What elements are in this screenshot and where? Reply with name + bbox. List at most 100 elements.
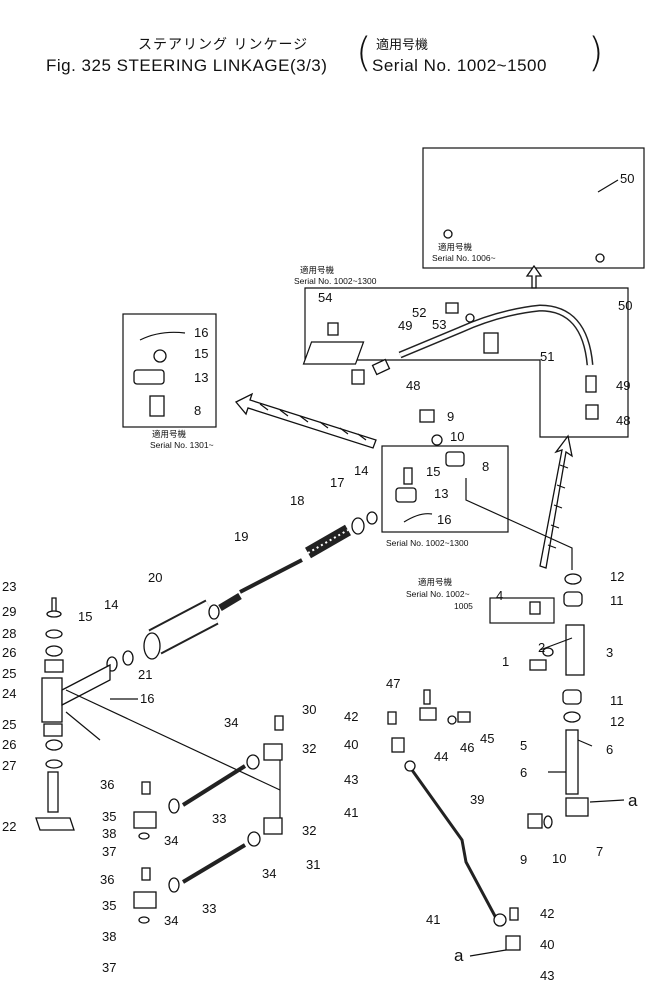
callout-12-bottom: 12 [610,714,624,729]
callout-44: 44 [434,749,448,764]
link-rod-assembly [387,689,521,951]
callout-24: 24 [2,686,16,701]
inset-callout-16: 16 [194,325,208,340]
callout-49-right: 49 [616,378,630,393]
callout-41-top: 41 [344,805,358,820]
callout-47: 47 [386,676,400,691]
callout-35-top: 35 [102,809,116,824]
callout-48-mid: 48 [406,378,420,393]
leader-line-8 [465,478,573,570]
callout-18: 18 [290,493,304,508]
hose-assembly-mid [302,302,599,420]
hose-assembly-top [443,167,605,263]
callout-30: 30 [302,702,316,717]
callout-17: 17 [330,475,344,490]
left-inset-parts [133,331,186,417]
center-inset-parts [395,409,465,523]
callout-10: 10 [552,851,566,866]
callout-42-bottom: 42 [540,906,554,921]
callout-38-bottom: 38 [102,929,116,944]
callout-29: 29 [2,604,16,619]
steering-shaft-assembly [106,511,378,672]
callout-31: 31 [306,857,320,872]
center-callout-10: 10 [450,429,464,444]
callout-11-top: 11 [610,593,624,608]
callout-12-top: 12 [610,569,624,584]
box1006-serial-jp: 適用号機 [438,242,473,252]
figure-title-japanese: ステアリング リンケージ [138,37,309,53]
right-parenthesis: ) [588,30,604,76]
callout-54: 54 [318,290,332,305]
callout-a-top: a [628,791,638,810]
callout-46: 46 [460,740,474,755]
callout-22: 22 [2,819,16,834]
callout-32-top: 32 [302,741,316,756]
serial-label-japanese: 適用号機 [376,38,429,53]
callout-14-left: 14 [104,597,118,612]
callout-32-bottom: 32 [302,823,316,838]
center-serial-en: Serial No. 1002~1300 [386,538,469,548]
box1301-serial-en: Serial No. 1301~ [150,440,214,450]
callout-4: 4 [496,588,503,603]
callout-43-top: 43 [344,772,358,787]
box1005-serial-en2: 1005 [454,601,473,611]
box1005-serial-jp: 適用号機 [418,577,453,587]
callout-36-top: 36 [100,777,114,792]
callout-50-top: 50 [620,171,634,186]
variant-box-center [381,445,509,533]
callout-1: 1 [502,654,509,669]
callout-7: 7 [596,844,603,859]
callout-34-b: 34 [164,833,178,848]
callout-41-bottom: 41 [426,912,440,927]
callout-37-top: 37 [102,844,116,859]
box1006-serial-en: Serial No. 1006~ [432,253,496,263]
callout-50-mid: 50 [618,298,632,313]
callout-49-mid: 49 [398,318,412,333]
callout-40-top: 40 [344,737,358,752]
callout-39: 39 [470,792,484,807]
callout-25-bottom: 25 [2,717,16,732]
callout-16: 16 [140,691,154,706]
callout-25-top: 25 [2,666,16,681]
reference-arrow-left [234,392,377,449]
center-callout-16: 16 [437,512,451,527]
callout-19: 19 [234,529,248,544]
callout-48-right: 48 [616,413,630,428]
callout-34-c: 34 [262,866,276,881]
callout-20: 20 [148,570,162,585]
callout-6-left: 6 [520,765,527,780]
callout-37-bottom: 37 [102,960,116,975]
callout-14-top: 14 [354,463,368,478]
callout-9: 9 [520,852,527,867]
tie-rod-assembly [133,715,284,924]
callout-3: 3 [606,645,613,660]
callout-2: 2 [538,640,545,655]
box1002-serial-en: Serial No. 1002~1300 [294,276,377,286]
callout-36-bottom: 36 [100,872,114,887]
serial-range: Serial No. 1002~1500 [372,56,547,75]
callout-27: 27 [2,758,16,773]
callout-34-d: 34 [164,913,178,928]
box1005-serial-en: Serial No. 1002~ [406,589,470,599]
variant-box-1002-1005 [489,597,555,624]
right-column-assembly [527,573,593,829]
reference-arrow-right [539,434,573,569]
left-parenthesis: ( [356,30,372,76]
inset-callout-15: 15 [194,346,208,361]
callout-42-top: 42 [344,709,358,724]
callout-45: 45 [480,731,494,746]
callout-21: 21 [138,667,152,682]
callout-52: 52 [412,305,426,320]
callout-15: 15 [78,609,92,624]
callout-33-top: 33 [212,811,226,826]
callout-11-bottom: 11 [610,693,624,708]
box1301-serial-jp: 適用号機 [152,429,187,439]
callout-23: 23 [2,579,16,594]
callout-5: 5 [520,738,527,753]
box1002-serial-jp: 適用号機 [300,265,335,275]
callout-28: 28 [2,626,16,641]
center-callout-9: 9 [447,409,454,424]
callout-53: 53 [432,317,446,332]
callout-33-bottom: 33 [202,901,216,916]
